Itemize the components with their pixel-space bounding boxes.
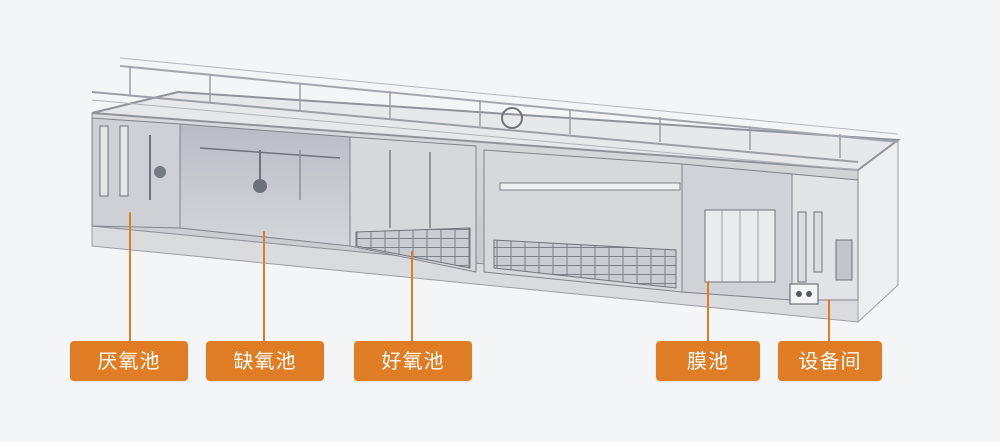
- tank-anaerobic: [91, 117, 181, 229]
- top-walkway: [91, 57, 901, 172]
- label-membrane-tank: 膜池: [656, 341, 760, 381]
- label-aerobic-tank: 好氧池: [354, 341, 472, 381]
- equipment-room: [789, 173, 859, 305]
- leader-lines: [129, 212, 830, 342]
- label-anoxic-tank: 缺氧池: [206, 341, 324, 381]
- label-equipment-room: 设备间: [778, 341, 882, 381]
- tank-anoxic: [179, 123, 351, 247]
- label-anaerobic-tank: 厌氧池: [70, 341, 188, 381]
- tank-membrane: [681, 163, 793, 301]
- tank-aerobic-2: [483, 149, 683, 293]
- tank-aerobic-1: [349, 136, 477, 273]
